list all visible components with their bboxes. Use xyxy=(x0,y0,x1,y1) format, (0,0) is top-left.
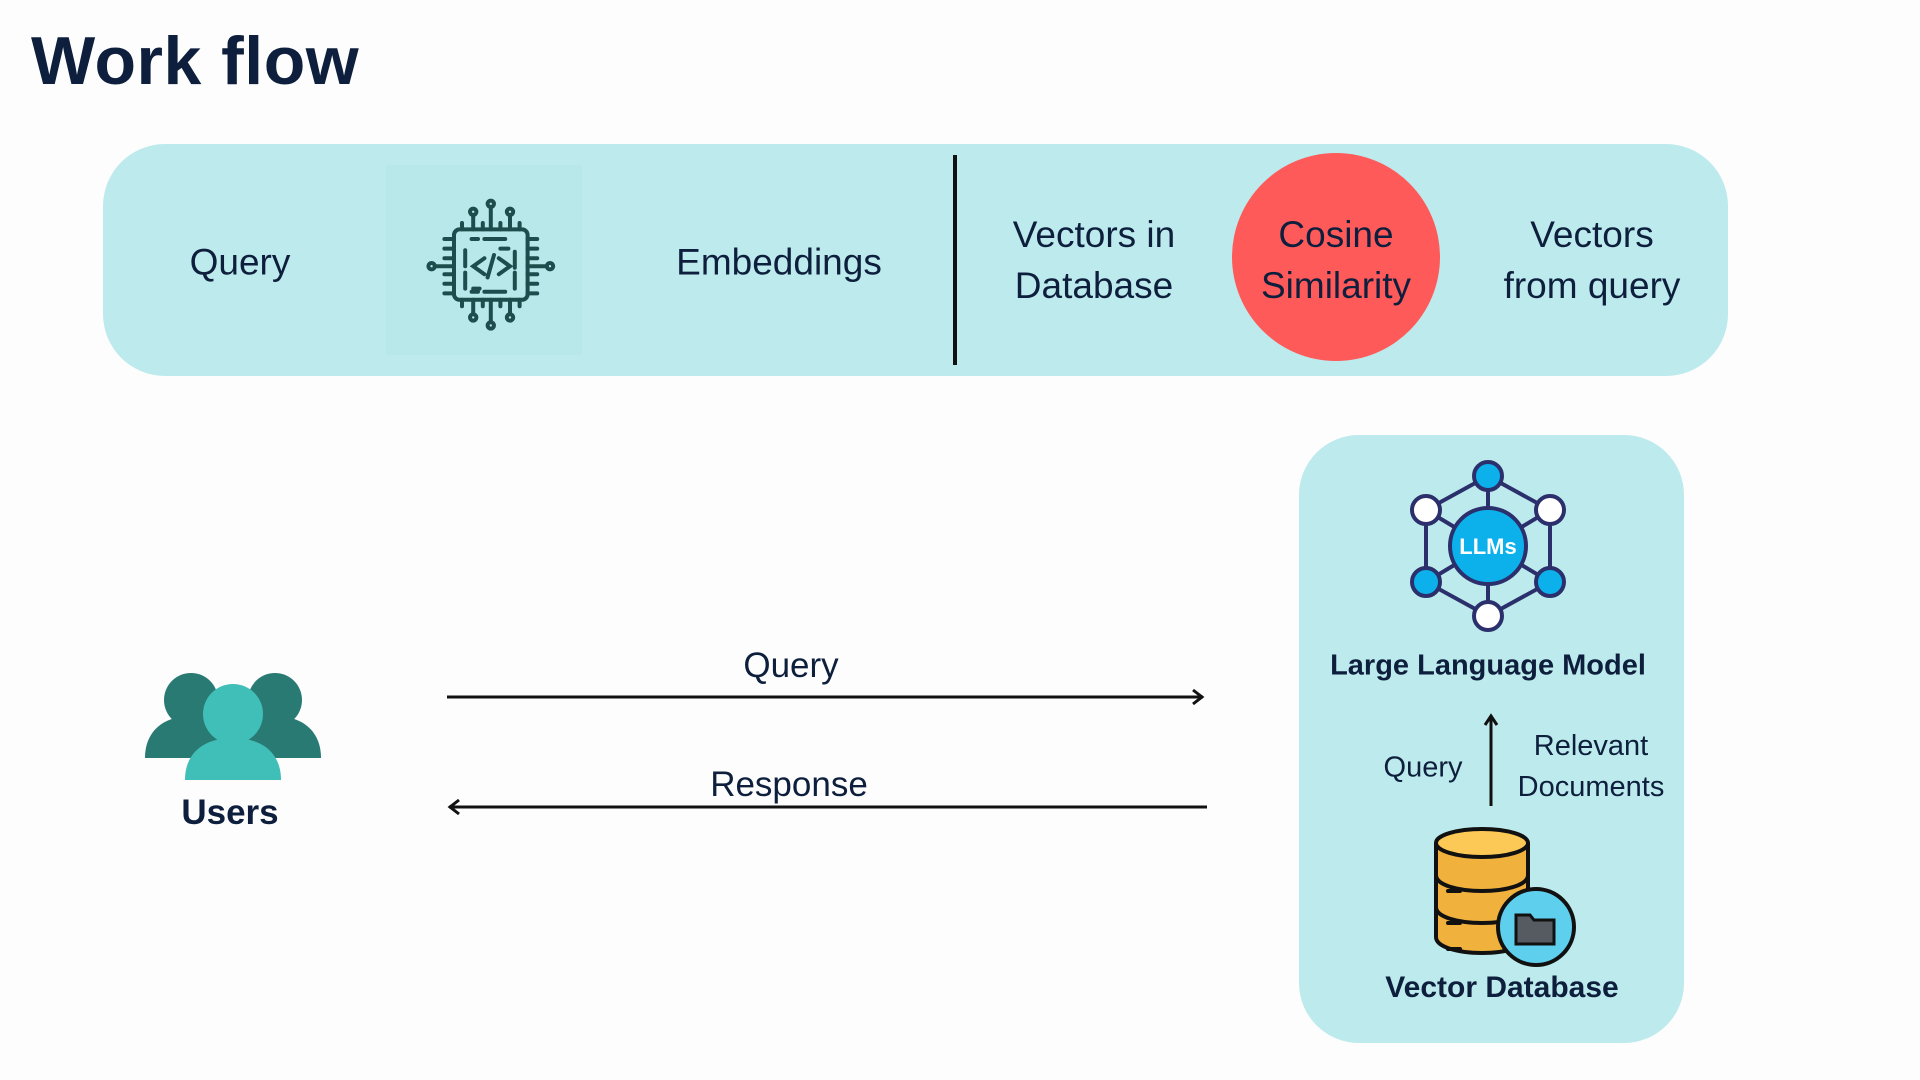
text-line: Documents xyxy=(1517,771,1665,803)
response-arrow-label: Response xyxy=(710,765,868,804)
panel-query-label: Query xyxy=(1383,751,1463,784)
cosine-similarity-circle xyxy=(1232,153,1440,361)
vector-database-label: Vector Database xyxy=(1385,971,1619,1004)
embedding-band xyxy=(103,144,1728,376)
text-line: Vectors xyxy=(1530,214,1654,255)
text-line: from query xyxy=(1503,265,1681,306)
page-title: Work flow xyxy=(31,23,360,99)
relevant-documents-label: Relevant Documents xyxy=(1518,726,1665,808)
band-query-label: Query xyxy=(189,241,291,283)
text-line: Similarity xyxy=(1260,265,1412,306)
vector-database-icon xyxy=(1434,827,1576,967)
code-chip-icon xyxy=(426,198,556,331)
query-arrow xyxy=(447,688,1205,706)
text-line: Vectors in xyxy=(1012,214,1176,255)
users-icon xyxy=(145,673,321,780)
cosine-similarity-label: Cosine Similarity xyxy=(1261,209,1411,311)
query-arrow-label: Query xyxy=(743,646,839,685)
vectors-from-query-label: Vectors from query xyxy=(1504,209,1681,311)
response-arrow xyxy=(447,798,1207,816)
llm-network-icon: LLMs xyxy=(1410,460,1566,632)
text-line: Database xyxy=(1014,265,1174,306)
text-line: Relevant xyxy=(1533,730,1649,762)
llm-icon-text: LLMs xyxy=(1459,534,1516,559)
band-divider xyxy=(953,155,957,365)
llm-label: Large Language Model xyxy=(1330,649,1646,682)
vectors-in-database-label: Vectors in Database xyxy=(1013,209,1175,311)
band-embeddings-label: Embeddings xyxy=(676,241,882,283)
users-label: Users xyxy=(181,793,279,832)
text-line: Cosine xyxy=(1278,214,1394,255)
up-arrow xyxy=(1483,713,1499,806)
